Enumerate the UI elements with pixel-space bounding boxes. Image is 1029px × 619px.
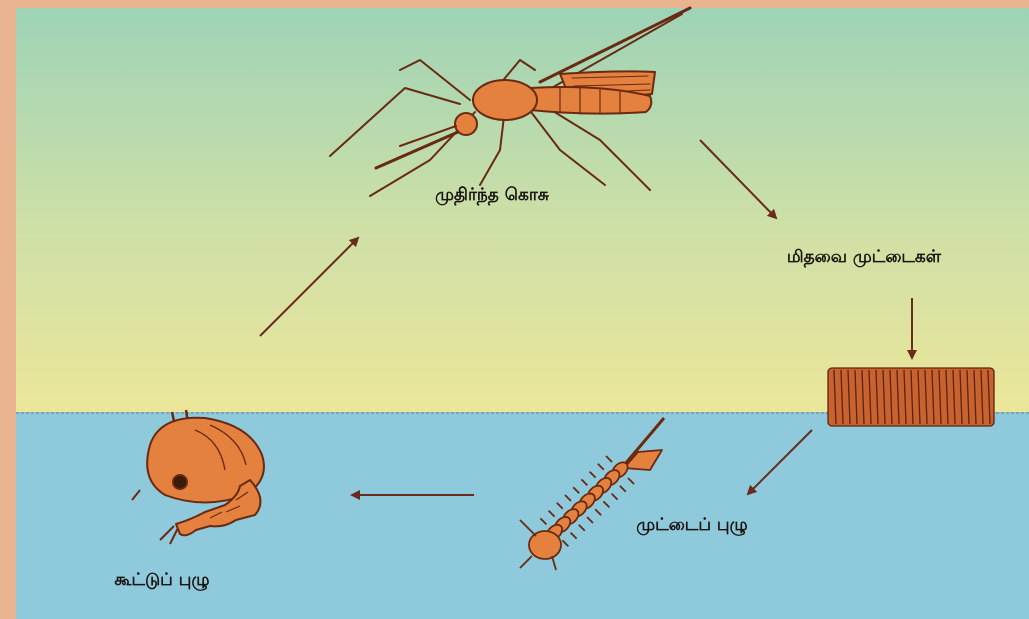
egg-raft-icon (828, 368, 994, 426)
floating-eggs-label: மிதவை முட்டைகள் (787, 247, 942, 267)
adult-mosquito-label: முதிர்ந்த கொசு (435, 185, 550, 205)
larva-label: முட்டைப் புழு (636, 515, 747, 536)
sky-area (16, 8, 1029, 414)
pupa-label: கூட்டுப் புழு (114, 570, 209, 591)
